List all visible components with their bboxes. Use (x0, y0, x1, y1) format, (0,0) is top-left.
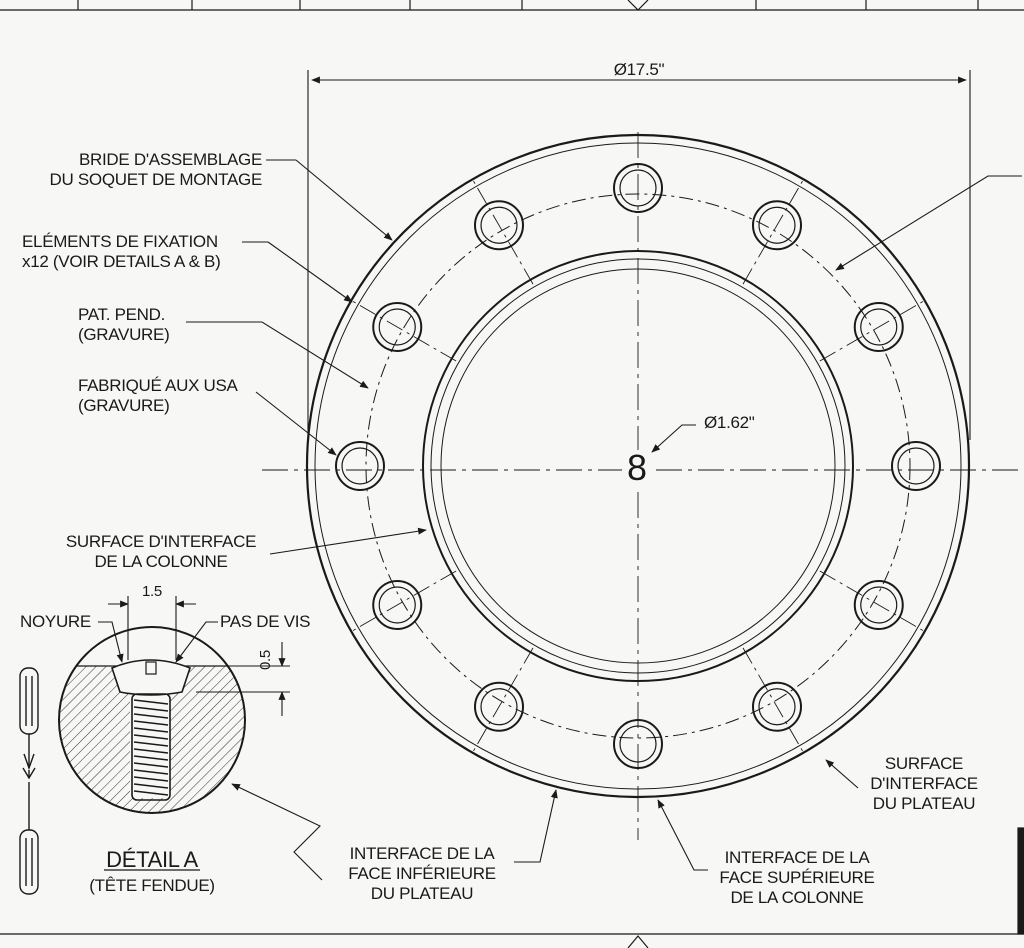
bolt-centerline (351, 300, 457, 362)
detail-a-section (58, 596, 323, 881)
bolt-hole (752, 200, 802, 251)
bolt-holes (335, 163, 941, 769)
callout-pat-pend: PAT. PEND. (GRAVURE) (78, 305, 170, 344)
bolt-centerline (742, 647, 804, 753)
flange-diameter-label: Ø17.5" (613, 60, 665, 79)
bolt-centerline (472, 179, 534, 285)
title-block-bottom (0, 827, 1024, 948)
bolt-hole (372, 580, 423, 630)
screwdriver-icon-2 (19, 782, 39, 895)
center-number: 8 (627, 447, 647, 488)
screwdriver-icon (19, 667, 39, 771)
bolt-hole (752, 681, 802, 732)
bolt-hole (474, 200, 524, 251)
callout-made-in-usa: FABRIQUÉ AUX USA (GRAVURE) (78, 376, 238, 415)
bolt-hole (613, 719, 663, 769)
bolt-centerline (351, 570, 457, 632)
detail-subtitle: (TÊTE FENDUE) (89, 876, 215, 895)
diameter-dimension (307, 70, 971, 440)
bolt-centerline (742, 179, 804, 285)
callout-plate-bottom-face: INTERFACE DE LA FACE INFÉRIEURE DU PLATE… (348, 844, 496, 903)
bolt-centerline (819, 300, 925, 362)
callout-plate-interface: SURFACE D'INTERFACE DU PLATEAU (870, 754, 978, 813)
bolt-hole (474, 681, 524, 732)
bolt-hole (335, 441, 385, 491)
callout-column-interface: SURFACE D'INTERFACE DE LA COLONNE (65, 532, 257, 571)
bolt-hole (853, 580, 904, 630)
detail-countersink-label: NOYURE (20, 612, 91, 631)
bolt-centerline (819, 570, 925, 632)
callout-fasteners: ELÉMENTS DE FIXATION x12 (VOIR DETAILS A… (22, 232, 221, 271)
arrow-down-icon (22, 767, 36, 780)
bolt-hole (613, 163, 663, 213)
callout-column-top-face: INTERFACE DE LA FACE SUPÉRIEURE DE LA CO… (719, 848, 875, 907)
bolt-radial-centerlines (351, 179, 925, 753)
bolt-centerline (472, 647, 534, 753)
center-hole-diameter-label: Ø1.62" (704, 413, 755, 432)
bolt-hole (853, 302, 904, 352)
detail-title: DÉTAIL A (106, 847, 198, 872)
leader-lines (186, 159, 1022, 871)
bolt-hole (372, 302, 423, 352)
detail-thread-label: PAS DE VIS (220, 612, 311, 631)
callout-flange: BRIDE D'ASSEMBLAGE DU SOQUET DE MONTAGE (49, 150, 262, 189)
bolt-hole (891, 441, 941, 491)
detail-width-dimension: 1.5 (142, 583, 162, 600)
title-block-top (0, 0, 1024, 11)
centerlines (262, 132, 1024, 840)
flange-outline (305, 133, 971, 799)
detail-depth-dimension: 0.5 (257, 650, 274, 670)
